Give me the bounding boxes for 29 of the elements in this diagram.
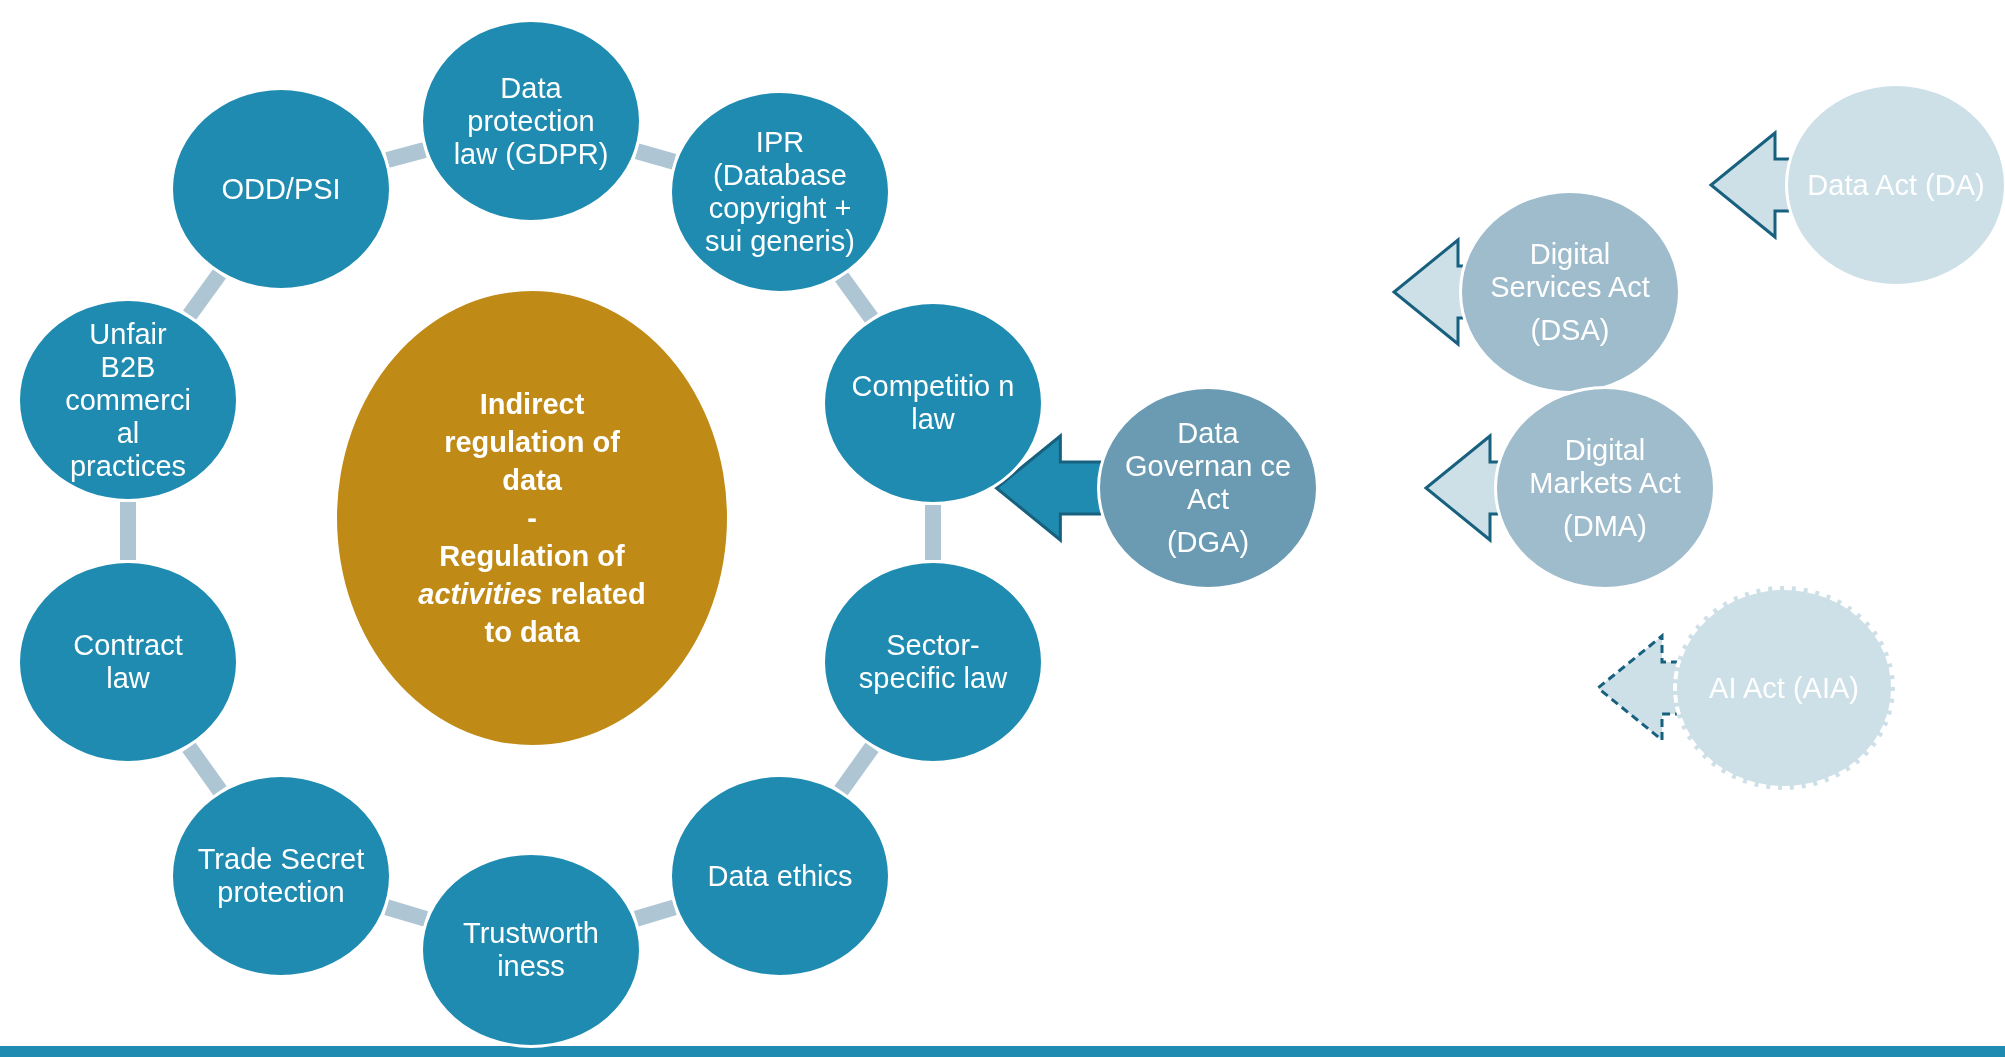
connector-band bbox=[633, 899, 677, 927]
heading-text: Indirect regulation of data bbox=[443, 387, 621, 498]
node-label: Sector- specific law bbox=[858, 629, 1008, 695]
connector-band bbox=[925, 505, 941, 560]
node-label: Data protection law (GDPR) bbox=[452, 71, 610, 171]
node-label: Competitio n law bbox=[850, 370, 1016, 436]
connector-band bbox=[182, 742, 227, 796]
connector-band bbox=[384, 899, 429, 927]
node-label: (DGA) bbox=[1165, 526, 1251, 559]
node-label: ODD/PSI bbox=[220, 172, 342, 206]
node-label: Data Governan ce Act bbox=[1123, 417, 1292, 516]
node-label: Digital Markets Act bbox=[1528, 433, 1682, 500]
heading-text: - bbox=[526, 501, 538, 536]
node-label: Unfair B2B commerci al practices bbox=[64, 317, 192, 483]
node-label: Trustworth iness bbox=[462, 917, 600, 983]
node-label: Contract law bbox=[72, 629, 184, 695]
node-label: Trade Secret protection bbox=[196, 843, 366, 909]
connector-band bbox=[183, 269, 226, 320]
connector-band bbox=[834, 742, 879, 796]
connector-band bbox=[385, 142, 427, 168]
connector-band bbox=[120, 502, 136, 560]
heading-text: Regulation of activities related to data bbox=[417, 539, 647, 650]
node-label: Digital Services Act bbox=[1489, 237, 1651, 304]
node-label: Data ethics bbox=[706, 859, 854, 893]
connector-band bbox=[634, 143, 677, 170]
connector-band bbox=[835, 272, 878, 323]
node-label: (DMA) bbox=[1562, 509, 1648, 543]
node-label: (DSA) bbox=[1529, 313, 1611, 347]
node-label: IPR (Database copyright + sui generis) bbox=[704, 126, 856, 258]
